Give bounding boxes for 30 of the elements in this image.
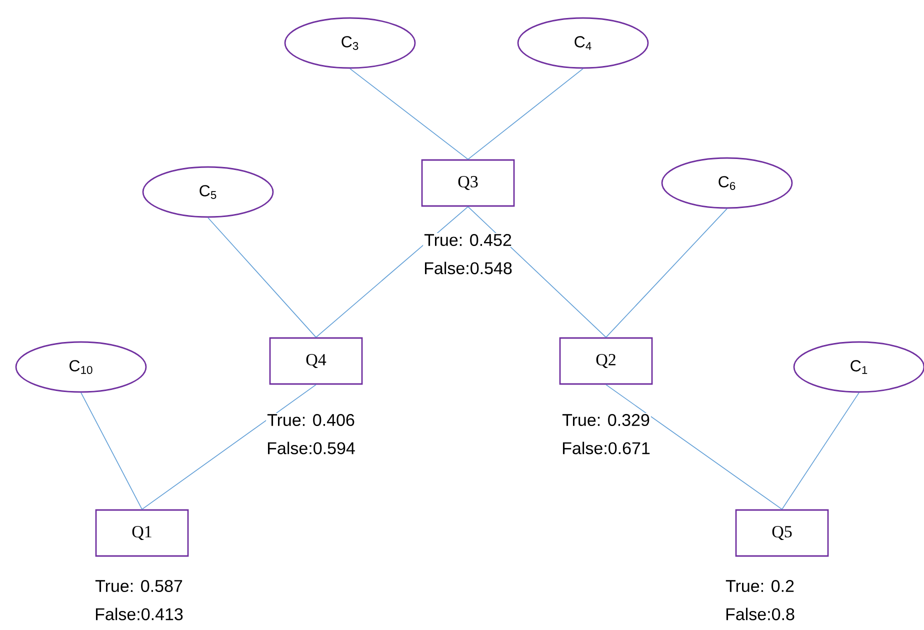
connector-line bbox=[350, 68, 468, 160]
connector-line bbox=[142, 384, 316, 510]
connector-line bbox=[208, 217, 316, 338]
ellipse-node: C$_{10}$ bbox=[15, 341, 147, 393]
connector-line bbox=[606, 208, 728, 338]
question-box: Q1 bbox=[95, 509, 189, 557]
probability-text: True: 0.587 bbox=[94, 579, 184, 594]
question-box: Q2 bbox=[559, 337, 653, 385]
connector-line bbox=[316, 206, 468, 338]
probability-text: True: 0.329 bbox=[561, 413, 651, 428]
probability-text: True: 0.2 bbox=[724, 579, 796, 594]
connector-line bbox=[782, 392, 860, 510]
connector-line bbox=[80, 392, 142, 510]
connector-line bbox=[468, 206, 606, 338]
ellipse-node: C$_{3}$ bbox=[284, 17, 416, 69]
connector-line bbox=[606, 384, 782, 510]
probability-text: False:0.671 bbox=[560, 440, 652, 456]
ellipse-node: C$_{4}$ bbox=[517, 17, 649, 69]
connector-line bbox=[468, 68, 584, 160]
probability-text: True: 0.406 bbox=[266, 413, 356, 428]
question-box: Q5 bbox=[735, 509, 829, 557]
ellipse-node: C$_{6}$ bbox=[661, 157, 793, 209]
probability-text: False:0.548 bbox=[422, 260, 514, 276]
probability-text: True: 0.452 bbox=[423, 232, 513, 248]
probability-text: False:0.413 bbox=[94, 606, 184, 622]
probability-text: False:0.8 bbox=[724, 606, 796, 622]
question-box: Q3 bbox=[421, 159, 515, 207]
probability-text: False:0.594 bbox=[266, 440, 356, 456]
question-box: Q4 bbox=[269, 337, 363, 385]
ellipse-node: C$_{5}$ bbox=[142, 166, 274, 218]
